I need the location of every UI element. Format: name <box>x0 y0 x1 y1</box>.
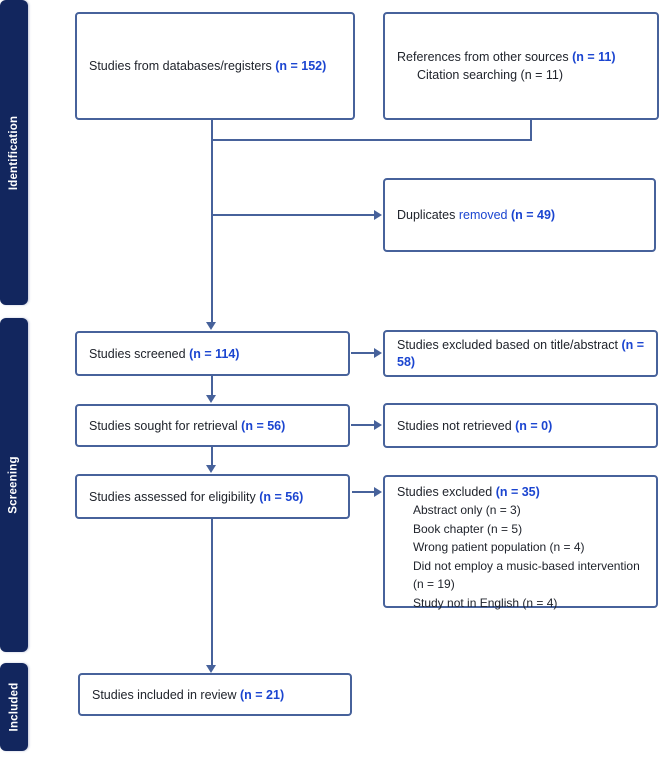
stage-bar-screening: Screening <box>0 318 28 652</box>
arrowhead-down-to-screened <box>206 322 216 330</box>
box-studies-excluded-title: Studies excluded (n = 35) <box>397 483 652 501</box>
box-sought-retrieval: Studies sought for retrieval (n = 56) <box>75 404 350 447</box>
stage-bar-identification: Identification <box>0 0 28 305</box>
connector-other-sources-join <box>211 139 532 141</box>
box-databases-registers-label: Studies from databases/registers (n = 15… <box>89 57 347 75</box>
label-count: (n = 56) <box>241 418 286 433</box>
excluded-reason-item: Did not employ a music-based interventio… <box>413 558 640 592</box>
stage-bar-included: Included <box>0 663 28 751</box>
box-other-sources-label: References from other sources (n = 11) <box>397 48 651 66</box>
label-text: Studies sought for retrieval <box>89 418 242 433</box>
label-count: (n = 152) <box>275 59 327 73</box>
box-studies-screened: Studies screened (n = 114) <box>75 331 350 376</box>
arrowhead-right-to-studies-excluded <box>374 487 382 497</box>
box-not-retrieved-label: Studies not retrieved (n = 0) <box>397 417 650 435</box>
label-count: (n = 56) <box>259 489 304 504</box>
excluded-reason-item: Book chapter (n = 5) <box>413 521 523 536</box>
box-databases-registers: Studies from databases/registers (n = 15… <box>75 12 355 120</box>
label-text: Studies not retrieved <box>397 418 516 433</box>
box-not-retrieved: Studies not retrieved (n = 0) <box>383 403 658 448</box>
label-text: Studies excluded based on title/abstract <box>397 337 622 352</box>
box-assessed-eligibility: Studies assessed for eligibility (n = 56… <box>75 474 350 519</box>
label-text: Studies excluded <box>397 485 496 499</box>
connector-screened-to-sought <box>211 376 213 396</box>
stage-label-identification: Identification <box>8 115 21 190</box>
connector-assessed-to-included <box>211 519 213 666</box>
label-text: Studies assessed for eligibility <box>89 489 260 504</box>
box-duplicates-removed: Duplicates removed (n = 49) <box>383 178 656 252</box>
connector-other-sources-drop <box>530 120 532 141</box>
label-text: Studies included in review <box>92 687 240 702</box>
box-other-sources-subitem: Citation searching (n = 11) <box>417 68 564 82</box>
box-other-sources: References from other sources (n = 11) C… <box>383 12 659 120</box>
connector-sought-to-assessed <box>211 447 213 466</box>
stage-label-screening: Screening <box>8 456 20 514</box>
arrowhead-down-to-assessed <box>206 465 216 473</box>
label-count: (n = 58) <box>397 337 645 369</box>
label-text: References from other sources <box>397 50 573 64</box>
arrowhead-down-to-sought <box>206 395 216 403</box>
connector-screened-to-excluded <box>351 352 374 354</box>
connector-databases-to-screened <box>211 120 213 323</box>
arrowhead-right-to-duplicates <box>374 210 382 220</box>
arrowhead-right-to-not-retrieved <box>374 420 382 430</box>
stage-label-included: Included <box>8 682 21 732</box>
label-count: (n = 49) <box>510 208 556 222</box>
connector-sought-to-not-retrieved <box>351 424 374 426</box>
box-assessed-eligibility-label: Studies assessed for eligibility (n = 56… <box>89 488 342 506</box>
box-included-review-label: Studies included in review (n = 21) <box>92 686 344 704</box>
label-count: (n = 35) <box>495 485 540 499</box>
label-count: (n = 11) <box>572 50 616 64</box>
label-count: (n = 114) <box>189 346 240 361</box>
box-duplicates-removed-label: Duplicates removed (n = 49) <box>397 206 648 224</box>
box-excluded-title-abstract: Studies excluded based on title/abstract… <box>383 330 658 377</box>
arrowhead-right-to-excluded-title-abstract <box>374 348 382 358</box>
box-sought-retrieval-label: Studies sought for retrieval (n = 56) <box>89 417 342 435</box>
connector-assessed-to-excluded <box>352 491 374 493</box>
label-text: Duplicates <box>397 208 459 222</box>
label-count: (n = 0) <box>515 418 553 433</box>
label-text: Studies screened <box>89 346 190 361</box>
label-text-blue: removed <box>458 208 511 222</box>
label-text: Studies from databases/registers <box>89 59 276 73</box>
box-included-review: Studies included in review (n = 21) <box>78 673 352 716</box>
box-studies-screened-label: Studies screened (n = 114) <box>89 345 342 363</box>
connector-to-duplicates <box>211 214 375 216</box>
arrowhead-down-to-included <box>206 665 216 673</box>
box-excluded-title-abstract-label: Studies excluded based on title/abstract… <box>397 337 650 371</box>
excluded-reason-item: Study not in English (n = 4) <box>413 595 558 610</box>
label-count: (n = 21) <box>240 687 285 702</box>
excluded-reason-item: Abstract only (n = 3) <box>413 503 521 517</box>
excluded-reason-item: Wrong patient population (n = 4) <box>413 540 585 554</box>
box-studies-excluded: Studies excluded (n = 35) Abstract only … <box>383 475 658 610</box>
